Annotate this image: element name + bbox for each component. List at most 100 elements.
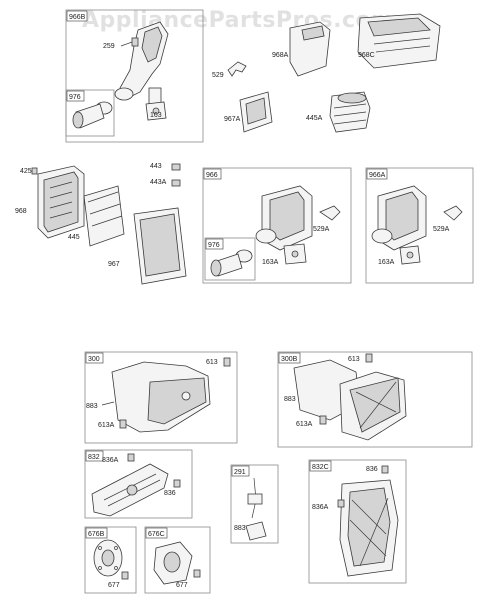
group-966b-tag: 966B — [69, 14, 86, 21]
label-836-b: 836 — [366, 466, 378, 473]
part-836-screw-b[interactable] — [381, 465, 389, 474]
part-163a-gasket-mid[interactable] — [283, 243, 307, 265]
label-445: 445 — [68, 234, 80, 241]
part-443a-screw[interactable] — [171, 179, 181, 187]
part-529-clip[interactable] — [227, 61, 247, 77]
part-445-filter[interactable] — [83, 185, 125, 247]
part-966a-air-cleaner-assembly[interactable] — [371, 185, 427, 251]
group-832c-tag-box — [309, 460, 332, 472]
group-976-tag-box-top — [66, 90, 85, 102]
part-529a-clip-right[interactable] — [443, 205, 463, 221]
part-967-filter-element[interactable] — [133, 207, 187, 285]
part-967a-filter-element[interactable] — [239, 91, 273, 133]
group-832-frame — [84, 449, 193, 519]
part-259-screw[interactable] — [131, 37, 139, 47]
group-300b: 300B 613 883 613A — [277, 351, 473, 448]
label-529: 529 — [212, 72, 224, 79]
part-966-air-cleaner-assembly[interactable] — [255, 185, 313, 251]
label-443: 443 — [150, 163, 162, 170]
group-832-tag-box — [85, 450, 104, 462]
part-677-screw-b[interactable] — [193, 569, 201, 578]
label-968a: 968A — [272, 52, 289, 59]
part-613-screw-a[interactable] — [223, 357, 231, 367]
part-445a-filter[interactable] — [329, 91, 371, 133]
group-676c-tag-box — [145, 527, 168, 539]
label-425: 425 — [20, 168, 32, 175]
label-677-b: 677 — [176, 582, 188, 589]
part-676b-deflector[interactable] — [93, 539, 123, 577]
group-976-tag-mid: 976 — [208, 242, 220, 249]
label-883-a: 883 — [86, 403, 98, 410]
group-676c: 676C 677 — [144, 526, 211, 594]
part-836-screw-a[interactable] — [173, 479, 181, 488]
part-291-spark-arrestor[interactable] — [245, 477, 267, 541]
group-291-tag: 291 — [234, 469, 246, 476]
group-676b-tag: 676B — [88, 531, 105, 538]
label-163a-mid: 163A — [262, 259, 279, 266]
part-968a-cover[interactable] — [289, 21, 331, 77]
part-966b-air-cleaner-elbow[interactable] — [114, 21, 169, 105]
part-163-gasket[interactable] — [145, 101, 167, 121]
group-976-tag-top: 976 — [69, 94, 81, 101]
label-445a: 445A — [306, 115, 323, 122]
group-966-tag: 966 — [206, 172, 218, 179]
group-300b-frame — [277, 351, 473, 448]
part-968-air-cleaner-base[interactable] — [37, 165, 85, 239]
group-291-tag-box — [231, 465, 250, 477]
group-300-tag: 300 — [88, 356, 100, 363]
part-832c-heat-shield[interactable] — [339, 479, 399, 577]
part-976-filter-sleeve-top[interactable] — [72, 101, 113, 129]
part-613a-screw-b[interactable] — [319, 415, 327, 425]
label-883-c: 883 — [234, 525, 246, 532]
group-676c-frame — [144, 526, 211, 594]
part-968c-air-cleaner-base[interactable] — [357, 13, 441, 69]
part-529a-clip-mid[interactable] — [319, 205, 341, 221]
group-832c-frame — [308, 459, 407, 584]
part-836a-screw-a[interactable] — [127, 453, 135, 462]
part-613a-screw-a[interactable] — [119, 419, 127, 429]
group-976-tag-box-mid — [205, 238, 224, 250]
label-613a-a: 613A — [98, 422, 115, 429]
group-976-frame-top — [65, 89, 115, 137]
group-676b: 676B 677 — [84, 526, 137, 594]
group-676b-frame — [84, 526, 137, 594]
group-676c-tag: 676C — [148, 531, 165, 538]
group-966a-tag-box — [366, 168, 388, 180]
label-163a-right: 163A — [378, 259, 395, 266]
part-832-heat-shield[interactable] — [91, 463, 169, 517]
label-883-b: 883 — [284, 396, 296, 403]
group-966b: 966B 259 976 163 — [65, 9, 204, 143]
label-529a-right: 529A — [433, 226, 450, 233]
label-836a-a: 836A — [102, 457, 119, 464]
part-976-filter-sleeve-mid[interactable] — [210, 249, 253, 277]
group-966-frame — [202, 167, 352, 284]
part-676c-deflector[interactable] — [153, 541, 193, 585]
part-425-screw[interactable] — [31, 167, 38, 175]
part-163a-gasket-right[interactable] — [399, 245, 421, 265]
part-836a-screw-b[interactable] — [337, 499, 345, 508]
group-832c: 832C 836 836A — [308, 459, 407, 584]
label-259: 259 — [103, 43, 115, 50]
group-966b-frame — [65, 9, 204, 143]
part-300-muffler[interactable] — [111, 361, 211, 433]
label-613-b: 613 — [348, 356, 360, 363]
group-966: 966 529A 163A 976 — [202, 167, 352, 284]
label-968c: 968C — [358, 52, 375, 59]
group-300b-tag-box — [278, 352, 301, 364]
label-163: 163 — [150, 112, 162, 119]
part-613-screw-b[interactable] — [365, 353, 373, 363]
group-966b-tag-box — [66, 10, 88, 22]
group-300b-tag: 300B — [281, 356, 298, 363]
label-443a: 443A — [150, 179, 167, 186]
part-677-screw-a[interactable] — [121, 571, 129, 580]
group-966a: 966A 529A 163A — [365, 167, 474, 284]
group-300: 300 613 883 613A — [84, 351, 238, 444]
label-677-a: 677 — [108, 582, 120, 589]
label-968: 968 — [15, 208, 27, 215]
part-300b-muffler[interactable] — [293, 359, 407, 441]
group-966-tag-box — [203, 168, 222, 180]
part-443-screw[interactable] — [171, 163, 181, 171]
group-300-frame — [84, 351, 238, 444]
